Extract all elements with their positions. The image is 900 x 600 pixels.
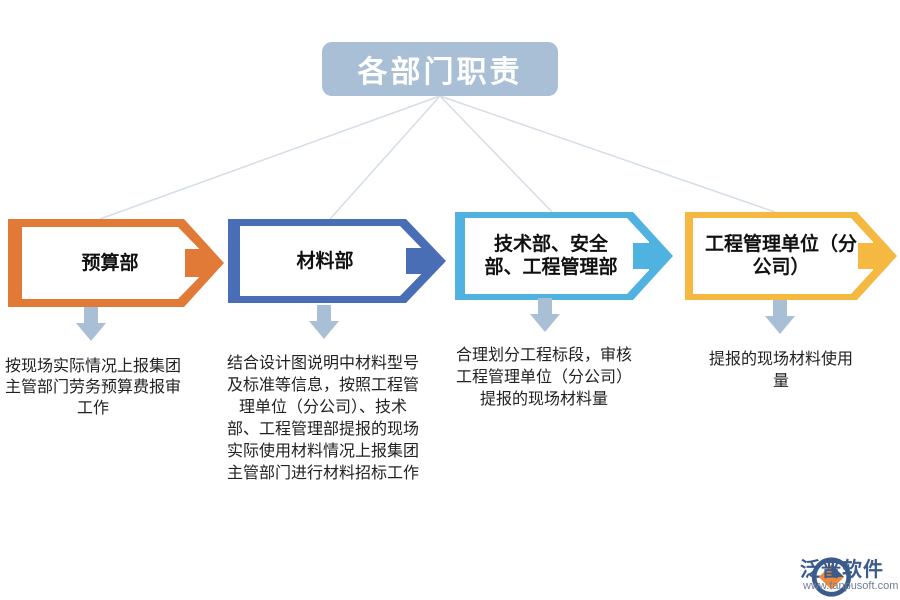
connector-line <box>439 95 776 213</box>
root-title-box: 各部门职责 <box>322 42 558 96</box>
connector-line <box>439 95 553 213</box>
logo-url: www.fanpusoft.com <box>803 580 899 592</box>
down-arrow-icon <box>765 300 795 334</box>
dept-name-budget: 预算部 <box>81 251 139 274</box>
right-arrow-icon <box>633 237 662 275</box>
right-arrow-icon <box>185 243 213 283</box>
dept-name-material: 材料部 <box>296 249 354 272</box>
dept-name-tech: 技术部、安全部、工程管理部 <box>484 233 618 278</box>
connector-line <box>99 95 441 220</box>
down-arrow-icon <box>530 298 560 332</box>
down-arrow-icon <box>309 305 339 339</box>
dept-card-budget <box>8 219 224 307</box>
dept-desc-material: 结合设计图说明中材料型号及标准等信息，按照工程管理单位（分公司）、技术部、工程管… <box>226 353 419 482</box>
logo-name: 泛普软件 <box>800 557 884 581</box>
dept-name-engineering-unit: 工程管理单位（分公司） <box>705 233 858 278</box>
down-arrow-icon <box>76 307 106 341</box>
dept-card-engineering-unit <box>685 212 897 300</box>
dept-desc-budget: 按现场实际情况上报集团主管部门劳务预算费报审工作 <box>4 356 181 417</box>
right-arrow-icon <box>858 237 886 275</box>
dept-card-tech <box>455 212 673 300</box>
connector-line <box>329 95 441 220</box>
fanpu-logo-icon <box>811 557 852 597</box>
dept-desc-engineering-unit: 提报的现场材料使用量 <box>708 349 853 390</box>
root-title: 各部门职责 <box>357 55 523 90</box>
right-arrow-icon <box>406 242 435 280</box>
dept-card-material <box>228 219 446 303</box>
dept-desc-tech: 合理划分工程标段，审核工程管理单位（分公司）提报的现场材料量 <box>455 345 632 408</box>
